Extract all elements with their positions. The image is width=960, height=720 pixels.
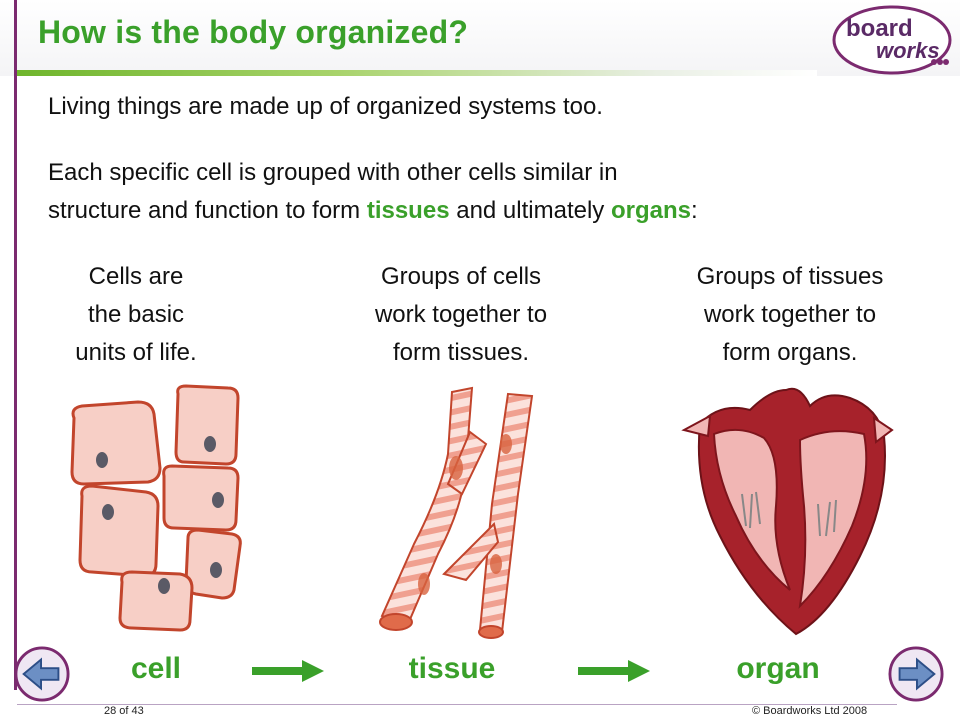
arrow-right-icon [578,660,650,682]
cell-description-line: the basic [87,301,185,328]
cell-description-line: units of life. [75,339,197,366]
slide-title: How is the body organized? [38,14,469,50]
heart-illustration [681,387,894,636]
next-slide-button[interactable] [888,646,944,702]
logo-line1: board [846,15,913,42]
explanation-paragraph: Each specific cell is grouped with other… [48,154,698,230]
term-tissues: tissues [366,197,450,224]
tissue-illustration [379,386,534,639]
arrow-right-icon [252,660,324,682]
explanation-text: : [690,197,698,224]
label-organ: organ [736,652,820,685]
explanation-text: structure and function to form [48,197,367,224]
organ-description-line: Groups of tissues [696,263,884,290]
cell-description: Cells are the basic units of life. [6,258,266,372]
page-counter: 28 of 43 [104,705,144,717]
previous-slide-button[interactable] [14,646,70,702]
tissue-description-line: work together to [374,301,548,328]
organ-description-line: form organs. [722,339,858,366]
logo-line2: works [876,38,940,63]
organ-description: Groups of tissues work together to form … [660,258,920,372]
title-underline [17,70,817,76]
organ-description-line: work together to [703,301,877,328]
left-border [14,0,17,690]
right-arrow-icon [898,657,936,691]
copyright: © Boardworks Ltd 2008 [752,705,868,717]
footer-divider [17,704,897,705]
explanation-text: and ultimately [449,197,611,224]
cells-illustration [70,384,242,632]
cell-description-line: Cells are [88,263,184,290]
term-organs: organs [610,197,691,224]
tissue-description: Groups of cells work together to form ti… [331,258,591,372]
label-tissue: tissue [408,652,496,685]
explanation-line-1: Each specific cell is grouped with other… [48,159,618,186]
left-arrow-icon [22,657,60,691]
intro-paragraph: Living things are made up of organized s… [48,93,603,120]
label-cell: cell [130,652,182,685]
boardworks-logo: board works [832,5,952,75]
tissue-description-line: form tissues. [392,339,530,366]
tissue-description-line: Groups of cells [380,263,542,290]
title-bar [0,0,960,76]
explanation-line-2: structure and function to form tissues a… [48,192,698,230]
